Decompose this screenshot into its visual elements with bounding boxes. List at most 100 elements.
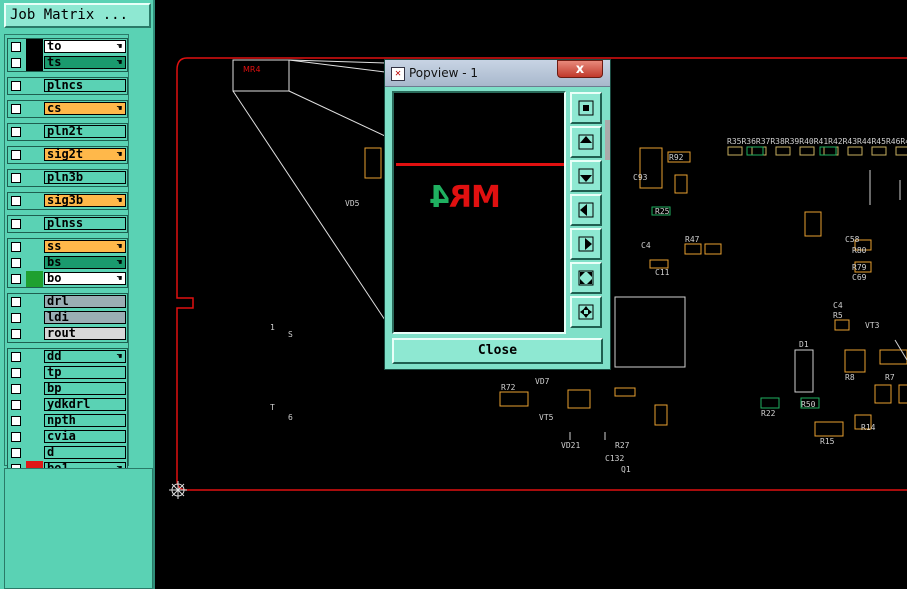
- layer-checkbox[interactable]: [11, 196, 21, 206]
- layer-name[interactable]: sig2t☚: [44, 148, 126, 161]
- layer-checkbox[interactable]: [11, 313, 21, 323]
- layer-group: sig2t☚: [7, 146, 128, 164]
- layer-row[interactable]: ydkdrl: [8, 397, 127, 413]
- layer-checkbox[interactable]: [11, 352, 21, 362]
- layer-row[interactable]: tp: [8, 365, 127, 381]
- layer-list-scroll-area[interactable]: [129, 34, 153, 466]
- layer-name[interactable]: cvia: [44, 430, 126, 443]
- layer-row[interactable]: pln2t: [8, 124, 127, 140]
- layer-name[interactable]: ss☚: [44, 240, 126, 253]
- layer-name[interactable]: cs☚: [44, 102, 126, 115]
- layer-color-swatch[interactable]: [26, 39, 43, 55]
- layer-checkbox[interactable]: [11, 368, 21, 378]
- layer-row[interactable]: ldi: [8, 310, 127, 326]
- close-button[interactable]: Close: [392, 338, 603, 364]
- job-matrix-title[interactable]: Job Matrix ...: [4, 3, 151, 28]
- layer-name[interactable]: ts☚: [44, 56, 126, 69]
- layer-name[interactable]: plnss: [44, 217, 126, 230]
- layer-name[interactable]: pln2t: [44, 125, 126, 138]
- layer-name[interactable]: to☚: [44, 40, 126, 53]
- zoom-fit-button[interactable]: [570, 262, 602, 294]
- layer-row[interactable]: sig3b☚: [8, 193, 127, 209]
- layer-row[interactable]: plncs: [8, 78, 127, 94]
- layer-name[interactable]: rout: [44, 327, 126, 340]
- layer-name[interactable]: npth: [44, 414, 126, 427]
- hand-icon: ☚: [116, 150, 122, 160]
- layer-color-swatch[interactable]: [26, 55, 43, 71]
- layer-row[interactable]: drl: [8, 294, 127, 310]
- layer-name[interactable]: ldi: [44, 311, 126, 324]
- pan-right-button[interactable]: [570, 228, 602, 260]
- layer-checkbox[interactable]: [11, 274, 21, 284]
- zoom-center-button[interactable]: [570, 296, 602, 328]
- layer-row[interactable]: rout: [8, 326, 127, 342]
- pan-down-button[interactable]: [570, 160, 602, 192]
- origin-marker: [169, 481, 187, 499]
- layer-checkbox[interactable]: [11, 173, 21, 183]
- layer-row[interactable]: cvia: [8, 429, 127, 445]
- layer-checkbox[interactable]: [11, 127, 21, 137]
- popview-title: Popview - 1: [409, 66, 478, 80]
- layer-name[interactable]: sig3b☚: [44, 194, 126, 207]
- layer-row[interactable]: dd☚: [8, 349, 127, 365]
- layer-group: drl ldi rout: [7, 293, 128, 343]
- layer-color-swatch[interactable]: [26, 271, 43, 287]
- layer-checkbox[interactable]: [11, 150, 21, 160]
- pan-left-button[interactable]: [570, 194, 602, 226]
- zoom-home-icon: [578, 100, 594, 116]
- svg-text:R50: R50: [801, 400, 816, 409]
- layer-checkbox[interactable]: [11, 219, 21, 229]
- layer-checkbox[interactable]: [11, 42, 21, 52]
- zoom-home-button[interactable]: [570, 92, 602, 124]
- layer-row[interactable]: d: [8, 445, 127, 461]
- layer-checkbox[interactable]: [11, 81, 21, 91]
- layer-row[interactable]: sig2t☚: [8, 147, 127, 163]
- layer-name[interactable]: bo☚: [44, 272, 126, 285]
- popview-scrollbar[interactable]: [605, 120, 610, 160]
- pan-down-icon: [578, 168, 594, 184]
- layer-checkbox[interactable]: [11, 416, 21, 426]
- layer-row[interactable]: plnss: [8, 216, 127, 232]
- layer-checkbox[interactable]: [11, 242, 21, 252]
- layer-checkbox[interactable]: [11, 384, 21, 394]
- layer-name[interactable]: pln3b: [44, 171, 126, 184]
- layer-row[interactable]: bo☚: [8, 271, 127, 287]
- layer-row[interactable]: ts☚: [8, 55, 127, 71]
- layer-checkbox[interactable]: [11, 432, 21, 442]
- layer-checkbox[interactable]: [11, 297, 21, 307]
- layer-name[interactable]: drl: [44, 295, 126, 308]
- layer-name[interactable]: bp: [44, 382, 126, 395]
- layer-row[interactable]: cs☚: [8, 101, 127, 117]
- layer-checkbox[interactable]: [11, 448, 21, 458]
- layer-row[interactable]: pln3b: [8, 170, 127, 186]
- pad-row: [727, 146, 907, 156]
- layer-row[interactable]: npth: [8, 413, 127, 429]
- layer-row[interactable]: ss☚: [8, 239, 127, 255]
- layer-name[interactable]: plncs: [44, 79, 126, 92]
- popview-preview-canvas[interactable]: MR4: [392, 91, 566, 334]
- pcb-graphic-view[interactable]: MR4 R35R36R37R38R39R40R41R42R43R44R45R46…: [155, 0, 907, 589]
- layer-name[interactable]: dd☚: [44, 350, 126, 363]
- layer-name[interactable]: d: [44, 446, 126, 459]
- board-outline: [176, 57, 907, 491]
- window-close-button[interactable]: x: [557, 60, 603, 78]
- layer-row[interactable]: bs☚: [8, 255, 127, 271]
- layer-name[interactable]: ydkdrl: [44, 398, 126, 411]
- layer-checkbox[interactable]: [11, 329, 21, 339]
- layer-row[interactable]: to☚: [8, 39, 127, 55]
- layer-name[interactable]: bs☚: [44, 256, 126, 269]
- layer-name[interactable]: tp: [44, 366, 126, 379]
- pan-up-button[interactable]: [570, 126, 602, 158]
- hand-icon: ☚: [116, 104, 122, 114]
- zoom-window-label: MR4: [243, 65, 261, 74]
- hand-icon: ☚: [116, 42, 122, 52]
- layer-checkbox[interactable]: [11, 104, 21, 114]
- pan-up-icon: [578, 134, 594, 150]
- layer-row[interactable]: bp: [8, 381, 127, 397]
- layer-checkbox[interactable]: [11, 258, 21, 268]
- layer-group: pln2t: [7, 123, 128, 141]
- layer-checkbox[interactable]: [11, 58, 21, 68]
- popview-titlebar[interactable]: ✕ Popview - 1 x: [385, 60, 610, 87]
- layer-checkbox[interactable]: [11, 400, 21, 410]
- svg-text:VT3: VT3: [865, 321, 880, 330]
